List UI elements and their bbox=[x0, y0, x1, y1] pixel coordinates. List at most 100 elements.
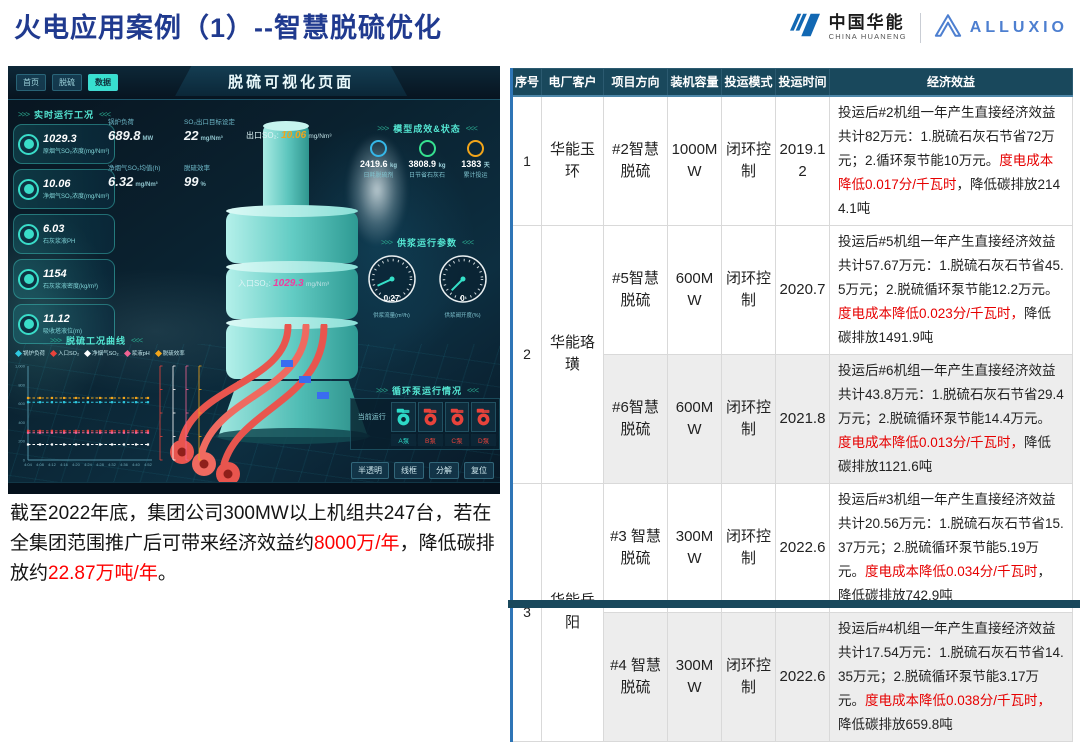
top-stat-label: SO₂出口目标设定 bbox=[184, 119, 235, 126]
view-mode-button[interactable]: 分解 bbox=[429, 462, 459, 479]
text-segment: ，降低碳排放2144.1吨 bbox=[838, 176, 1061, 216]
cell-date: 2021.8 bbox=[775, 353, 830, 484]
legend-label: 浆液pH bbox=[131, 351, 150, 357]
table-header-cell: 投运时间 bbox=[775, 68, 830, 97]
alluxio-logo: ALLUXIO bbox=[934, 13, 1068, 43]
highlight-text: 度电成本降低0.017分/千瓦时 bbox=[838, 152, 1054, 192]
view-mode-button[interactable]: 复位 bbox=[464, 462, 494, 479]
highlight-text: 度电成本降低0.013分/千瓦时， bbox=[838, 434, 1025, 450]
text-segment: ，降低碳排放约 bbox=[10, 533, 495, 584]
view-mode-button[interactable]: 线框 bbox=[394, 462, 424, 479]
pump-icon[interactable] bbox=[391, 402, 417, 432]
pump-label: A泵 bbox=[391, 434, 417, 446]
model-stat-label: 日耗脱硫剂 bbox=[363, 173, 394, 179]
text-segment: 降低碳排放659.8吨 bbox=[838, 716, 953, 732]
slurry-pipes-pumps bbox=[170, 324, 329, 486]
cell-benefit: 投运后#2机组一年产生直接经济效益共计82万元：1.脱硫石灰石节省72万元；2.… bbox=[829, 95, 1073, 226]
svg-text:4:36: 4:36 bbox=[120, 462, 129, 467]
highlight-text: 度电成本降低0.023分/千瓦时， bbox=[838, 305, 1025, 321]
dashboard-tab[interactable]: 数据 bbox=[88, 74, 118, 91]
stat-card-value: 6.03 bbox=[43, 223, 65, 236]
level-icon bbox=[18, 313, 39, 335]
section-pumps: >>> 循环泵运行情况 <<< bbox=[375, 386, 479, 396]
table-header-cell: 项目方向 bbox=[603, 68, 668, 97]
cell-benefit: 投运后#6机组一年产生直接经济效益共计43.8万元：1.脱硫石灰石节省29.4万… bbox=[829, 353, 1073, 484]
pump-label: C泵 bbox=[444, 434, 470, 446]
cell-plant: 华能玉环 bbox=[541, 95, 604, 226]
cell-direction: #4 智慧脱硫 bbox=[603, 611, 668, 742]
cell-capacity: 1000MW bbox=[667, 95, 722, 226]
model-stat-unit: kg bbox=[438, 163, 446, 169]
model-stat-label: 累计投运 bbox=[463, 173, 488, 179]
dashboard-tab[interactable]: 脱硫 bbox=[52, 74, 82, 91]
chevron-right-icon: >>> bbox=[17, 110, 30, 119]
section-slurry-label: 供浆运行参数 bbox=[396, 238, 457, 248]
legend-item: 脱硫效率 bbox=[154, 349, 185, 357]
legend-marker bbox=[123, 349, 131, 357]
pump-row-label: 当前运行 bbox=[357, 414, 386, 421]
legend-marker bbox=[84, 349, 92, 357]
model-stat-unit: 天 bbox=[483, 163, 490, 169]
svg-text:4:04: 4:04 bbox=[24, 462, 33, 467]
cell-date: 2019.12 bbox=[775, 95, 830, 226]
cell-capacity: 600MW bbox=[667, 224, 722, 355]
stat-card-label: 原烟气SO₂浓度(mg/Nm³) bbox=[43, 148, 110, 155]
top-stat-label: 净烟气SO₂均值(h) bbox=[108, 165, 161, 172]
cell-direction: #5智慧脱硫 bbox=[603, 224, 668, 355]
table-header-row: 序号电厂客户项目方向装机容量投运模式投运时间经济效益 bbox=[511, 68, 1073, 97]
cell-plant: 华能岳阳 bbox=[541, 482, 604, 742]
top-stat-unit: mg/Nm³ bbox=[135, 182, 158, 188]
stat-card-label: 净烟气SO₂浓度(mg/Nm³) bbox=[43, 193, 110, 200]
svg-text:600: 600 bbox=[18, 401, 25, 406]
legend-label: 脱硫效率 bbox=[162, 351, 185, 357]
inlet-so2-label: 入口SO₂: 1029.3 mg/Nm³ bbox=[238, 278, 330, 289]
text-segment: 投运后#2机组一年产生直接经济效益共计82万元：1.脱硫石灰石节省72万元；2.… bbox=[838, 104, 1056, 168]
pump-icon[interactable] bbox=[418, 402, 443, 432]
legend-label: 净烟气SO₂ bbox=[92, 351, 119, 357]
svg-text:4:24: 4:24 bbox=[84, 462, 93, 467]
table-row: 3华能岳阳#3 智慧脱硫300MW闭环控制2022.6投运后#3机组一年产生直接… bbox=[511, 482, 1073, 742]
highlight-text: 22.87万吨/年 bbox=[48, 563, 158, 584]
dashboard-tab[interactable]: 首页 bbox=[16, 74, 46, 91]
stat-card-value: 10.06 bbox=[43, 178, 71, 191]
top-stat-unit: % bbox=[200, 182, 206, 188]
cell-mode: 闭环控制 bbox=[721, 224, 776, 355]
section-realtime: >>> 实时运行工况 <<< bbox=[12, 108, 116, 121]
cell-capacity: 600MW bbox=[667, 353, 722, 484]
top-stat-label: 脱硫效率 bbox=[184, 165, 210, 172]
highlight-text: 度电成本降低0.038分/千瓦时， bbox=[865, 692, 1052, 708]
tower-base bbox=[216, 428, 370, 444]
huaneng-logo-icon bbox=[788, 10, 822, 45]
view-mode-button[interactable]: 半透明 bbox=[351, 462, 389, 479]
pump-icon[interactable] bbox=[444, 402, 470, 432]
stat-card: 10.06 净烟气SO₂浓度(mg/Nm³) bbox=[13, 169, 115, 209]
droplet-icon bbox=[18, 178, 39, 200]
top-stat-unit: mg/Nm³ bbox=[200, 136, 223, 142]
pump-icon[interactable] bbox=[471, 402, 496, 432]
text-segment: 截至2022年底，集团公司300MW以上机组共247台，若在全集团范围推广后可带… bbox=[10, 503, 492, 554]
recycle-icon bbox=[418, 140, 436, 157]
legend-item: 锅炉负荷 bbox=[14, 349, 45, 357]
svg-text:4:16: 4:16 bbox=[60, 462, 69, 467]
legend-marker bbox=[154, 349, 162, 357]
text-segment: ，降低碳排放742.9吨 bbox=[838, 563, 1052, 603]
top-stat-unit: MW bbox=[142, 136, 154, 142]
logo-group: 中国华能 CHINA HUANENG ALLUXIO bbox=[788, 10, 1068, 45]
cell-index: 1 bbox=[511, 95, 542, 226]
alluxio-logo-icon bbox=[934, 13, 962, 43]
legend-item: 入口SO₂ bbox=[49, 349, 79, 357]
cell-benefit: 投运后#4机组一年产生直接经济效益共计17.54万元：1.脱硫石灰石节省14.3… bbox=[829, 611, 1073, 742]
pump-label: D泵 bbox=[471, 434, 496, 446]
highlight-text: 8000万/年 bbox=[314, 533, 400, 554]
svg-text:0: 0 bbox=[23, 458, 26, 463]
